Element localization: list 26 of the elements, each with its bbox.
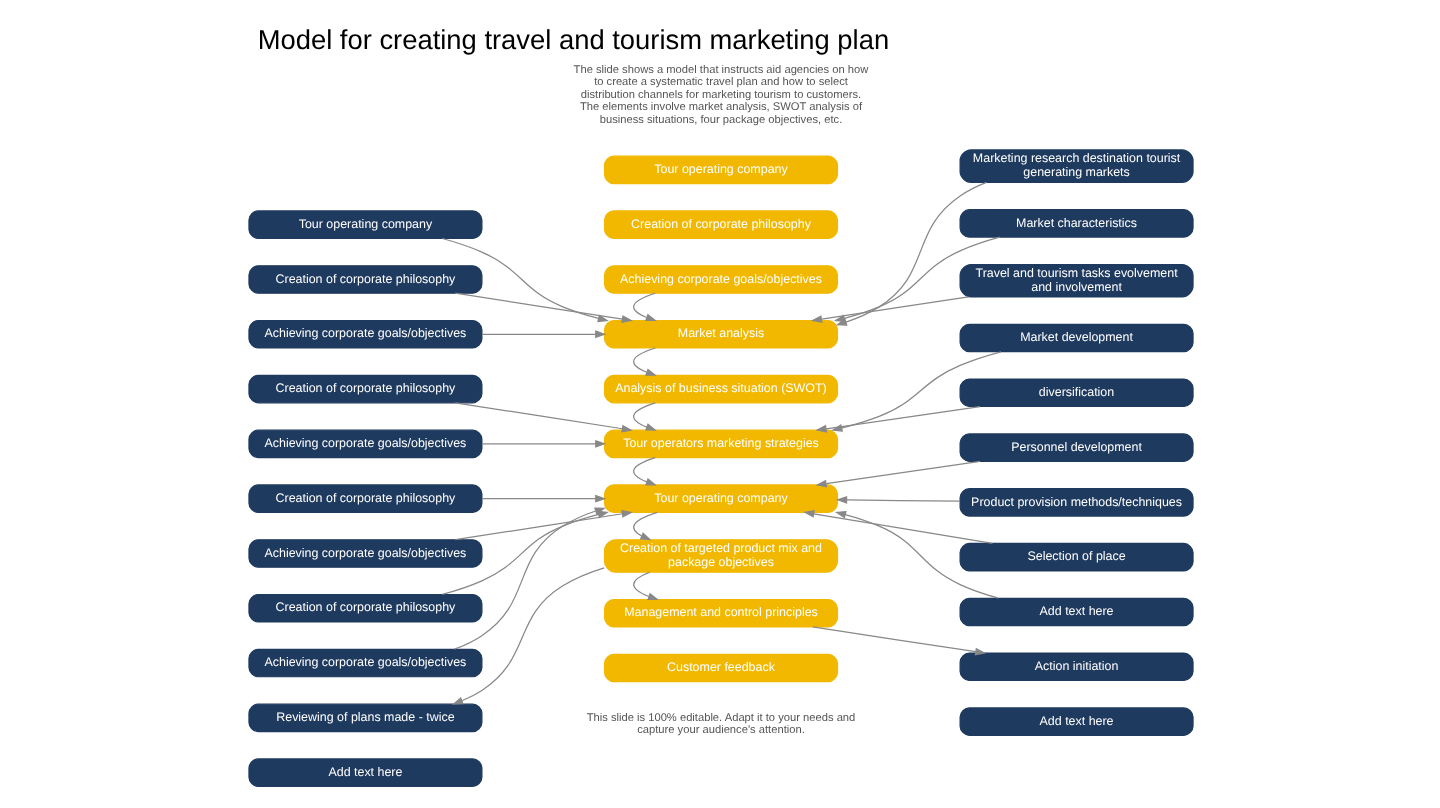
arrow — [632, 402, 656, 431]
arrow — [440, 237, 608, 323]
arrow — [814, 460, 980, 488]
arrow — [811, 626, 986, 656]
arrow — [632, 457, 656, 486]
arrow — [452, 507, 605, 650]
arrow — [632, 292, 656, 322]
arrow — [802, 510, 993, 545]
diagram-title: Model for creating travel and tourism marketing plan — [256, 24, 889, 55]
arrow — [833, 510, 998, 599]
arrow — [834, 496, 960, 504]
arrow — [830, 351, 1001, 432]
arrow — [632, 571, 658, 601]
arrow — [450, 567, 604, 705]
arrow — [480, 439, 606, 448]
arrow — [632, 511, 657, 541]
arrow — [440, 510, 608, 596]
arrow — [453, 402, 632, 433]
arrow — [453, 509, 632, 541]
arrow — [480, 330, 606, 339]
arrow — [809, 296, 969, 323]
arrow — [453, 292, 632, 323]
arrow — [832, 236, 1000, 323]
arrow — [480, 494, 606, 503]
arrow — [632, 347, 656, 376]
arrow — [814, 405, 980, 433]
